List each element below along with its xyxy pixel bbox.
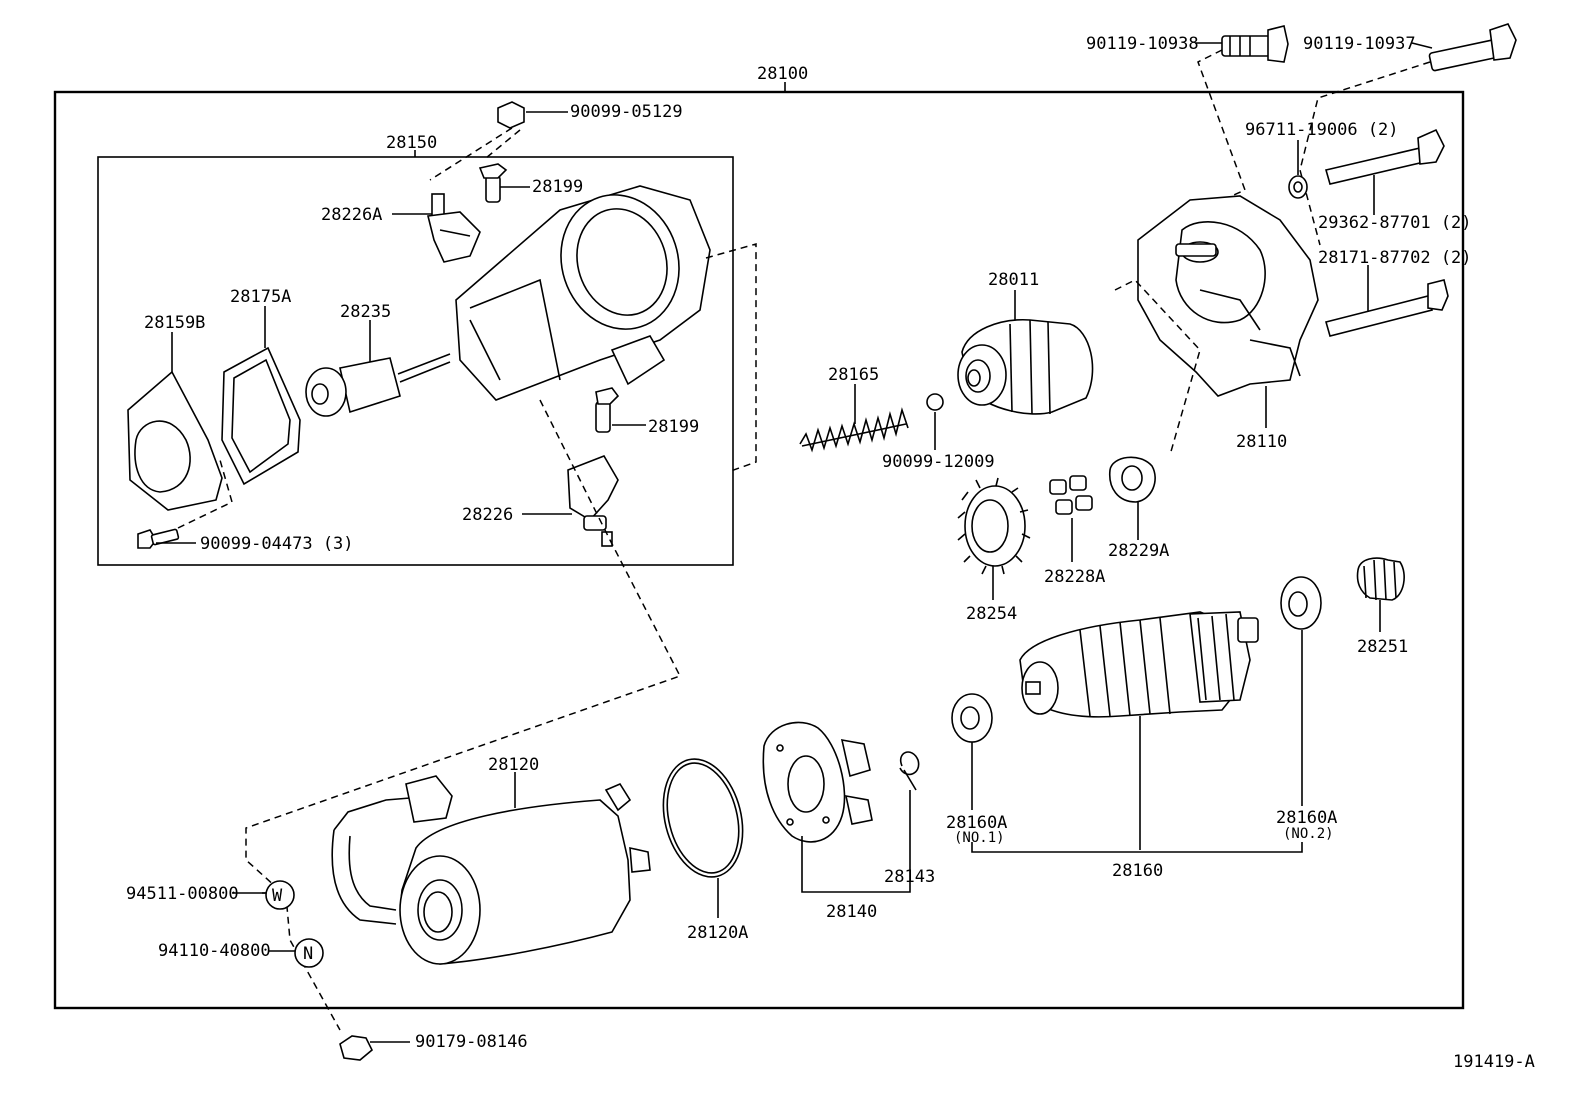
retainer-28229A xyxy=(1109,456,1156,503)
nut-90099-05129 xyxy=(497,101,525,129)
contact-28226 xyxy=(567,455,619,547)
label-28160A-no2-note: (NO.2) xyxy=(1283,826,1334,842)
label-94110-40800: 94110-40800 xyxy=(158,941,271,961)
bolt-90119-10938 xyxy=(1221,25,1289,63)
label-28226: 28226 xyxy=(462,505,513,525)
label-90119-10937: 90119-10937 xyxy=(1303,34,1416,54)
housing-28110 xyxy=(1137,195,1319,397)
label-circle-n: N xyxy=(303,944,313,964)
label-90099-05129: 90099-05129 xyxy=(570,102,683,122)
label-28251: 28251 xyxy=(1357,637,1408,657)
terminal-28199-top xyxy=(478,163,508,203)
clutch-28011 xyxy=(957,319,1094,415)
plunger-28235 xyxy=(305,353,451,417)
armature-28160 xyxy=(1019,611,1259,718)
label-28199-lower: 28199 xyxy=(648,417,699,437)
spring-28165 xyxy=(799,407,909,453)
label-28171-87702: 28171-87702 (2) xyxy=(1318,248,1472,268)
label-28226A: 28226A xyxy=(321,205,382,225)
label-90179-08146: 90179-08146 xyxy=(415,1032,528,1052)
nut-90179-08146 xyxy=(339,1035,373,1061)
bolt-28171-87702 xyxy=(1325,279,1449,337)
yoke-28120 xyxy=(331,775,651,965)
gear-28254 xyxy=(957,477,1031,575)
label-28160A-no1: 28160A xyxy=(946,813,1007,833)
washer-96711-19006 xyxy=(1288,175,1308,199)
brush-holder-28140 xyxy=(762,721,873,843)
pinion-28251 xyxy=(1356,557,1405,601)
label-28235: 28235 xyxy=(340,302,391,322)
label-28175A: 28175A xyxy=(230,287,291,307)
cover-28159B xyxy=(127,370,223,511)
nut-circle-n xyxy=(294,938,324,968)
contact-28226A xyxy=(427,193,481,263)
label-28254: 28254 xyxy=(966,604,1017,624)
oring-28120A xyxy=(662,758,744,878)
label-29362-87701: 29362-87701 (2) xyxy=(1318,213,1472,233)
label-28229A: 28229A xyxy=(1108,541,1169,561)
label-90099-12009: 90099-12009 xyxy=(882,452,995,472)
label-28140: 28140 xyxy=(826,902,877,922)
stud-29362-87701 xyxy=(1325,128,1445,185)
label-circle-w: W xyxy=(272,886,283,906)
label-28120A: 28120A xyxy=(687,923,748,943)
bolt-90119-10937 xyxy=(1428,23,1517,72)
switch-housing xyxy=(455,185,711,401)
label-28228A: 28228A xyxy=(1044,567,1105,587)
label-90119-10938: 90119-10938 xyxy=(1086,34,1199,54)
label-96711-19006: 96711-19006 (2) xyxy=(1245,120,1399,140)
label-28160: 28160 xyxy=(1112,861,1163,881)
assembly-28100-frame xyxy=(53,90,1465,1010)
spring-28143 xyxy=(899,751,920,791)
label-28011: 28011 xyxy=(988,270,1039,290)
label-94511-00800: 94511-00800 xyxy=(126,884,239,904)
label-28199-top: 28199 xyxy=(532,177,583,197)
washer-circle-w xyxy=(265,880,295,910)
label-28150: 28150 xyxy=(386,133,437,153)
terminal-28199-lower xyxy=(595,387,620,433)
diagram-id: 191419-A xyxy=(1453,1052,1535,1072)
label-28160A-no2: 28160A xyxy=(1276,808,1337,828)
screw-90099-04473 xyxy=(137,528,180,549)
label-28120: 28120 xyxy=(488,755,539,775)
bearing-28160A-no2 xyxy=(1280,576,1322,630)
rollers-28228A xyxy=(1049,475,1093,515)
label-90099-04473: 90099-04473 (3) xyxy=(200,534,354,554)
label-28143: 28143 xyxy=(884,867,935,887)
label-28100: 28100 xyxy=(757,64,808,84)
gasket-28175A xyxy=(221,346,301,486)
ball-90099-12009 xyxy=(926,393,944,411)
bearing-28160A-no1 xyxy=(951,693,993,743)
label-28159B: 28159B xyxy=(144,313,205,333)
label-28110: 28110 xyxy=(1236,432,1287,452)
label-28160A-no1-note: (NO.1) xyxy=(954,830,1005,846)
label-28165: 28165 xyxy=(828,365,879,385)
